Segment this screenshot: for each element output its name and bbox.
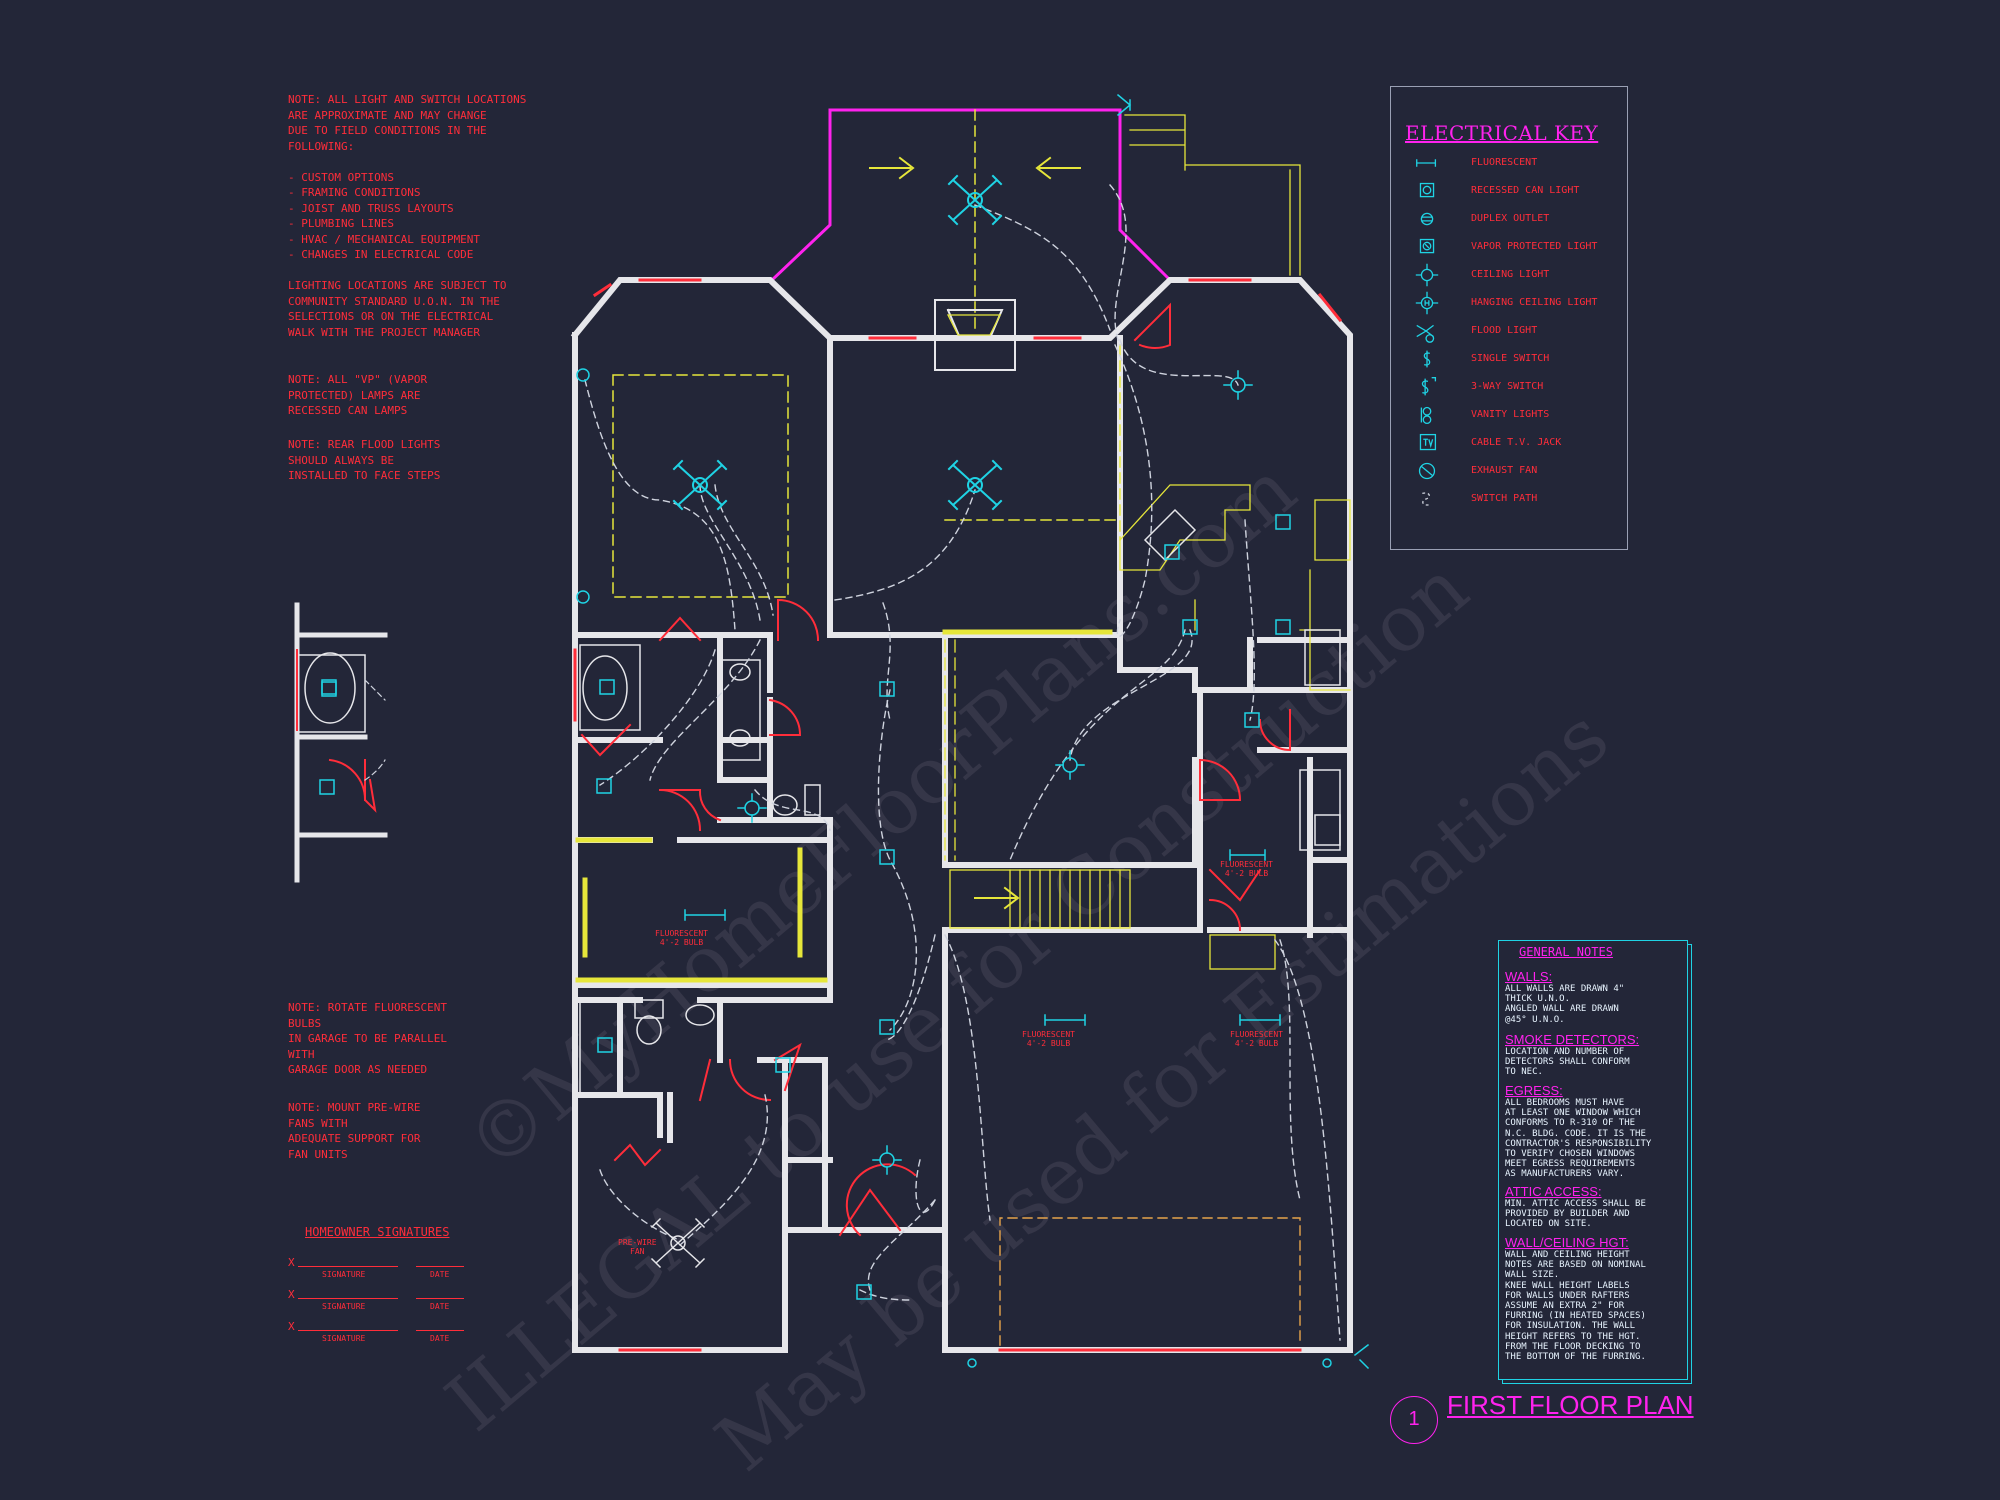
- recessed-can-light-icon: [1419, 182, 1435, 198]
- signature-line: [298, 1298, 398, 1299]
- key-row: SWITCH PATH: [1391, 487, 1627, 511]
- signature-mark: X: [288, 1288, 295, 1301]
- date-label: DATE: [430, 1334, 450, 1343]
- key-row: EXHAUST FAN: [1391, 459, 1627, 483]
- ceiling-light-icon: [1415, 263, 1439, 287]
- signature-mark: X: [288, 1320, 295, 1333]
- key-label: SWITCH PATH: [1471, 493, 1538, 504]
- key-label: FLOOD LIGHT: [1471, 325, 1538, 336]
- general-notes-walls: WALLS: ALL WALLS ARE DRAWN 4" THICK U.N.…: [1505, 969, 1685, 1025]
- three-way-switch-icon: [1421, 377, 1437, 396]
- key-row: CEILING LIGHT: [1391, 263, 1627, 287]
- switch-path-icon: [1422, 492, 1430, 506]
- wall-ceiling-height-body: WALL AND CEILING HEIGHT NOTES ARE BASED …: [1505, 1250, 1646, 1363]
- general-notes-egress: EGRESS: ALL BEDROOMS MUST HAVE AT LEAST …: [1505, 1083, 1685, 1180]
- wall-ceiling-height-heading: WALL/CEILING HGT:: [1505, 1235, 1629, 1250]
- plan-number-circle: 1: [1390, 1396, 1438, 1444]
- signature-row: X SIGNATURE DATE: [288, 1256, 464, 1288]
- key-label: DUPLEX OUTLET: [1471, 213, 1550, 224]
- key-row: FLUORESCENT: [1391, 151, 1627, 175]
- signature-label: SIGNATURE: [322, 1270, 366, 1279]
- key-row: 3-WAY SWITCH: [1391, 375, 1627, 399]
- egress-body: ALL BEDROOMS MUST HAVE AT LEAST ONE WIND…: [1505, 1098, 1652, 1180]
- vanity-lights-icon: [1420, 406, 1432, 425]
- exterior-walls: [570, 277, 1353, 1353]
- key-label: VAPOR PROTECTED LIGHT: [1471, 241, 1598, 252]
- switch-paths: [584, 184, 1341, 1341]
- note-vapor-protected: NOTE: ALL "VP" (VAPOR PROTECTED) LAMPS A…: [288, 373, 428, 417]
- smoke-detectors-heading: SMOKE DETECTORS:: [1505, 1032, 1640, 1047]
- fluorescent-label-pantry: FLUORESCENT 4'-2 BULB: [1220, 860, 1273, 878]
- note-lighting-locations: NOTE: ALL LIGHT AND SWITCH LOCATIONS ARE…: [288, 93, 527, 339]
- plan-title: FIRST FLOOR PLAN: [1447, 1390, 1694, 1420]
- key-row: CABLE T.V. JACK: [1391, 431, 1627, 455]
- homeowner-signatures-title: HOMEOWNER SIGNATURES: [305, 1225, 450, 1239]
- signature-line: [298, 1266, 398, 1267]
- general-notes-attic-access: ATTIC ACCESS: MIN. ATTIC ACCESS SHALL BE…: [1505, 1184, 1685, 1230]
- key-row: SINGLE SWITCH: [1391, 347, 1627, 371]
- general-notes-wall-ceiling-height: WALL/CEILING HGT: WALL AND CEILING HEIGH…: [1505, 1235, 1685, 1362]
- signature-mark: X: [288, 1256, 295, 1269]
- attic-access-body: MIN. ATTIC ACCESS SHALL BE PROVIDED BY B…: [1505, 1199, 1646, 1230]
- signature-label: SIGNATURE: [322, 1334, 366, 1343]
- smoke-detectors-body: LOCATION AND NUMBER OF DETECTORS SHALL C…: [1505, 1047, 1630, 1078]
- date-line: [416, 1330, 464, 1331]
- key-label: EXHAUST FAN: [1471, 465, 1538, 476]
- fluorescent-icon: [1416, 159, 1437, 167]
- general-notes-smoke-detectors: SMOKE DETECTORS: LOCATION AND NUMBER OF …: [1505, 1032, 1685, 1078]
- flood-light-icon: [1416, 324, 1435, 343]
- key-row: VAPOR PROTECTED LIGHT: [1391, 235, 1627, 259]
- date-line: [416, 1266, 464, 1267]
- signature-row: X SIGNATURE DATE: [288, 1320, 464, 1352]
- attic-access-heading: ATTIC ACCESS:: [1505, 1184, 1602, 1199]
- note-garage-fluorescent: NOTE: ROTATE FLUORESCENT BULBS IN GARAGE…: [288, 1001, 447, 1076]
- date-label: DATE: [430, 1270, 450, 1279]
- signature-label: SIGNATURE: [322, 1302, 366, 1311]
- key-label: HANGING CEILING LIGHT: [1471, 297, 1598, 308]
- key-row: RECESSED CAN LIGHT: [1391, 179, 1627, 203]
- general-notes-title: GENERAL NOTES: [1519, 945, 1613, 959]
- key-label: CEILING LIGHT: [1471, 269, 1550, 280]
- note-prewire-fans: NOTE: MOUNT PRE-WIRE FANS WITH ADEQUATE …: [288, 1101, 421, 1161]
- plan-number: 1: [1408, 1408, 1420, 1430]
- electrical-key-legend: ELECTRICAL KEY FLUORESCENT RECESSED CAN L…: [1390, 86, 1628, 550]
- prewire-fan-label: PRE-WIRE FAN: [618, 1238, 657, 1256]
- hanging-ceiling-light-icon: [1415, 291, 1439, 315]
- key-row: DUPLEX OUTLET: [1391, 207, 1627, 231]
- exhaust-fan-icon: [1418, 462, 1436, 480]
- signature-row: X SIGNATURE DATE: [288, 1288, 464, 1320]
- general-notes-box: GENERAL NOTES WALLS: ALL WALLS ARE DRAWN…: [1498, 940, 1688, 1380]
- duplex-outlet-icon: [1420, 212, 1434, 226]
- signature-line: [298, 1330, 398, 1331]
- key-label: 3-WAY SWITCH: [1471, 381, 1544, 392]
- walls-body: ALL WALLS ARE DRAWN 4" THICK U.N.O. ANGL…: [1505, 984, 1625, 1025]
- cable-tv-jack-icon: [1419, 433, 1437, 451]
- ceiling-fans: [650, 174, 1003, 1269]
- key-label: CABLE T.V. JACK: [1471, 437, 1562, 448]
- key-row: FLOOD LIGHT: [1391, 319, 1627, 343]
- note-rear-flood-lights: NOTE: REAR FLOOD LIGHTS SHOULD ALWAYS BE…: [288, 438, 441, 482]
- fluorescent-label-garage-right: FLUORESCENT 4'-2 BULB: [1230, 1030, 1283, 1048]
- key-row: VANITY LIGHTS: [1391, 403, 1627, 427]
- walls-heading: WALLS:: [1505, 969, 1553, 984]
- key-label: FLUORESCENT: [1471, 157, 1538, 168]
- key-label: SINGLE SWITCH: [1471, 353, 1550, 364]
- date-label: DATE: [430, 1302, 450, 1311]
- key-row: HANGING CEILING LIGHT: [1391, 291, 1627, 315]
- recessed-can-lights: [319, 514, 1291, 1300]
- egress-heading: EGRESS:: [1505, 1083, 1563, 1098]
- fluorescent-label-garage-left: FLUORESCENT 4'-2 BULB: [1022, 1030, 1075, 1048]
- single-switch-icon: [1423, 350, 1431, 368]
- key-label: RECESSED CAN LIGHT: [1471, 185, 1580, 196]
- electrical-key-title: ELECTRICAL KEY: [1405, 121, 1599, 145]
- date-line: [416, 1298, 464, 1299]
- vapor-protected-light-icon: [1419, 238, 1435, 254]
- key-label: VANITY LIGHTS: [1471, 409, 1550, 420]
- fluorescent-label-laundry: FLUORESCENT 4'-2 BULB: [655, 929, 708, 947]
